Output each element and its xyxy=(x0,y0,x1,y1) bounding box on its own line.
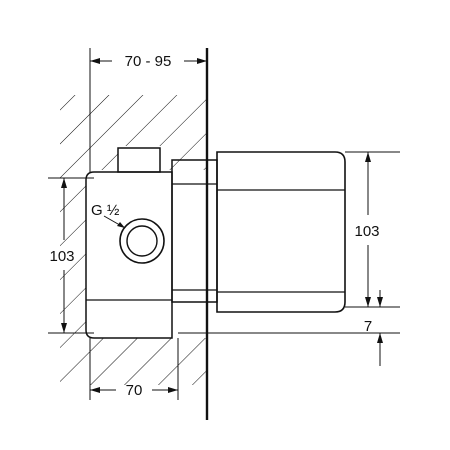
concealed-body xyxy=(85,147,173,339)
thread-label: G ½ xyxy=(91,202,120,219)
dimension-wall-depth xyxy=(89,48,207,172)
dimension-wall-depth-label: 70 - 95 xyxy=(125,53,172,70)
dimension-offset xyxy=(178,290,400,366)
dimension-right-height xyxy=(345,151,400,308)
housing-mask xyxy=(86,146,207,338)
dimension-left-height-label: 103 xyxy=(49,248,74,265)
dimension-right-height-label: 103 xyxy=(354,223,379,240)
dimension-body-depth-label: 70 xyxy=(126,382,143,399)
top-connection-stub xyxy=(117,147,161,173)
front-cover xyxy=(216,151,346,313)
dimension-body-depth xyxy=(89,338,179,400)
inlet-port xyxy=(103,215,165,264)
dimension-offset-label: 7 xyxy=(364,318,372,335)
dimension-left-height xyxy=(48,177,94,334)
